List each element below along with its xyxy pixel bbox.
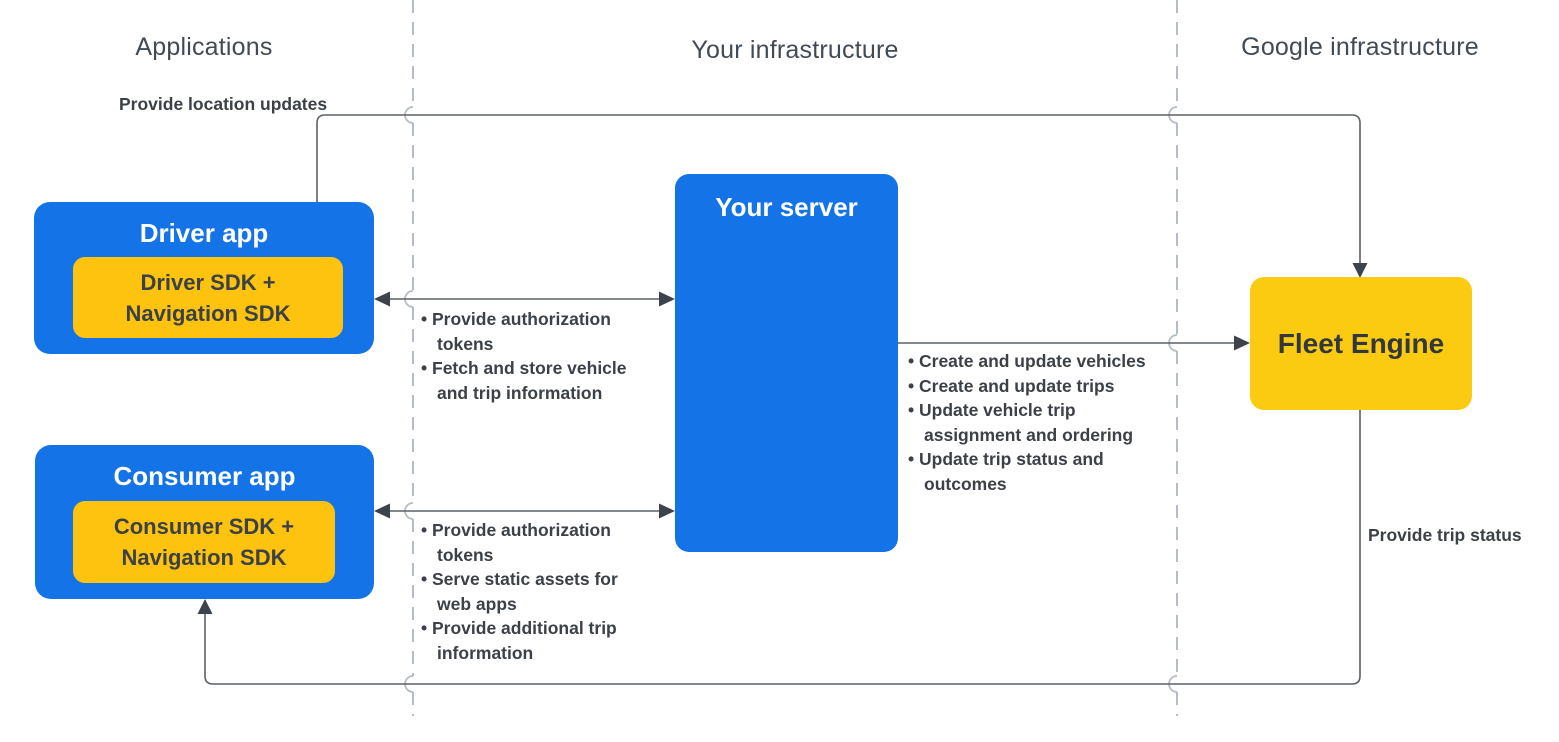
- bullet-item: Serve static assets for web apps: [421, 567, 636, 616]
- bullet-item: Fetch and store vehicle and trip informa…: [421, 356, 646, 405]
- column-header-google-infrastructure: Google infrastructure: [1241, 33, 1479, 61]
- column-header-applications: Applications: [135, 33, 273, 61]
- arrowhead-into-server-top: [659, 291, 675, 307]
- connector-consumer-server: [374, 503, 675, 519]
- bullet-item: Provide additional trip information: [421, 616, 636, 665]
- bullet-list-driver-server: Provide authorization tokens Fetch and s…: [421, 307, 646, 405]
- bullet-list-server-fleet: Create and update vehicles Create and up…: [908, 349, 1176, 496]
- driver-app-node: Driver app Driver SDK + Navigation SDK: [34, 202, 374, 354]
- bullet-item: Create and update vehicles: [908, 349, 1176, 374]
- fleet-engine-title: Fleet Engine: [1277, 327, 1445, 359]
- consumer-sdk-label: Consumer SDK + Navigation SDK: [113, 514, 295, 570]
- driver-sdk-node: Driver SDK + Navigation SDK: [73, 257, 343, 338]
- bullet-list-consumer-server: Provide authorization tokens Serve stati…: [421, 518, 636, 665]
- column-header-your-infrastructure: Your infrastructure: [691, 36, 899, 64]
- your-server-node: Your server: [675, 174, 898, 552]
- arrowhead-into-consumer-bottom: [197, 599, 213, 614]
- driver-sdk-label: Driver SDK + Navigation SDK: [125, 269, 291, 326]
- bullet-item: Update trip status and outcomes: [908, 447, 1176, 496]
- consumer-app-title: Consumer app: [113, 461, 296, 491]
- connector-fleet-to-consumer: [197, 410, 1361, 685]
- edge-label-provide-location-updates: Provide location updates: [119, 94, 328, 114]
- connector-driver-to-fleet: [316, 114, 1368, 278]
- dashed-separator-left: [404, 0, 414, 716]
- edge-label-provide-trip-status: Provide trip status: [1368, 525, 1522, 545]
- your-server-title: Your server: [715, 192, 858, 222]
- bullet-item: Provide authorization tokens: [421, 518, 636, 567]
- fleet-engine-node: Fleet Engine: [1250, 277, 1472, 410]
- connector-server-fleet: [898, 335, 1250, 351]
- arrowhead-into-fleet-top: [1352, 263, 1368, 278]
- arrowhead-into-server-bottom: [659, 503, 675, 519]
- bullet-item: Create and update trips: [908, 374, 1176, 399]
- bullet-item: Provide authorization tokens: [421, 307, 646, 356]
- driver-app-title: Driver app: [139, 218, 269, 248]
- arrowhead-into-fleet-left: [1234, 335, 1250, 351]
- arrowhead-into-driver: [374, 291, 390, 307]
- bullet-item: Update vehicle trip assignment and order…: [908, 398, 1176, 447]
- consumer-sdk-node: Consumer SDK + Navigation SDK: [73, 501, 335, 583]
- arrowhead-into-consumer: [374, 503, 390, 519]
- consumer-app-node: Consumer app Consumer SDK + Navigation S…: [35, 445, 374, 599]
- connector-driver-server: [374, 291, 675, 307]
